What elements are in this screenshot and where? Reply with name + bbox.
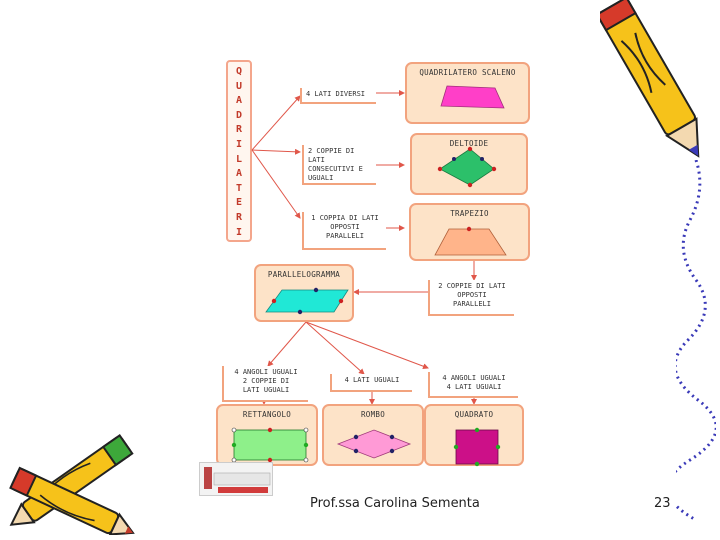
condition-angoli-coppie: 4 ANGOLI UGUALI 2 COPPIE DI LATI UGUALI	[222, 366, 308, 402]
trapezio-shape	[434, 226, 507, 256]
card-title: DELTOIDE	[449, 139, 489, 148]
vertical-title-letter: Q	[235, 66, 243, 77]
condition-line: OPPOSTI	[330, 223, 360, 231]
card-title: TRAPEZIO	[450, 209, 489, 218]
footer-author: Prof.ssa Carolina Sementa	[310, 496, 480, 511]
vertical-title-letter: T	[235, 182, 243, 194]
condition-line: UGUALI	[308, 174, 334, 182]
rombo-shape	[336, 429, 412, 459]
vertical-title-letter: L	[235, 153, 243, 165]
rettangolo-shape	[231, 427, 309, 463]
quadrato-shape	[453, 427, 501, 467]
page-number: 23	[654, 496, 671, 511]
card-title: ROMBO	[360, 410, 386, 419]
condition-line: PARALLELI	[453, 300, 491, 308]
vertical-title-letter: I	[235, 139, 243, 150]
vertical-title-letter: R	[235, 212, 243, 223]
condition-line: OPPOSTI	[457, 291, 487, 299]
parallelogramma-shape	[265, 287, 349, 315]
vertical-title-letter: U	[235, 80, 243, 92]
condition-line: 2 COPPIE DI LATI	[308, 147, 355, 164]
condition-line: 4 ANGOLI UGUALI	[442, 374, 506, 382]
card-parallelogramma: PARALLELOGRAMMA	[254, 264, 354, 322]
vertical-title-letter: D	[235, 109, 243, 121]
vertical-title-letter: E	[235, 197, 243, 209]
deltoide-shape	[437, 146, 497, 188]
condition-line: 4 ANGOLI UGUALI	[234, 368, 298, 376]
card-deltoide: DELTOIDE	[410, 133, 528, 195]
condition-line: 2 COPPIE DI LATI	[438, 282, 506, 290]
condition-4-lati-diversi-text: 4 LATI DIVERSI	[306, 90, 366, 98]
condition-2-coppie-opposti: 2 COPPIE DI LATI OPPOSTI PARALLELI	[428, 280, 514, 316]
card-quadrilatero-scaleno: QUADRILATERO SCALENO	[405, 62, 530, 124]
card-rombo: ROMBO	[322, 404, 424, 466]
wavy-line-decoration	[676, 160, 716, 520]
condition-4-lati-diversi: 4 LATI DIVERSI	[300, 88, 376, 104]
condition-line: 2 COPPIE DI	[242, 377, 290, 385]
vertical-title-letter: I	[235, 226, 243, 238]
condition-angoli-lati-uguali: 4 ANGOLI UGUALI 4 LATI UGUALI	[428, 372, 518, 398]
card-title: RETTANGOLO	[242, 410, 292, 419]
pencils-decoration-bottom-left	[9, 434, 135, 535]
condition-line: CONSECUTIVI E	[308, 165, 363, 173]
condition-line: 1 COPPIA DI LATI	[311, 214, 379, 222]
vertical-title-letter: R	[235, 124, 243, 136]
condition-line: LATI UGUALI	[242, 386, 290, 394]
card-title: QUADRILATERO SCALENO	[419, 68, 516, 77]
vertical-title-letter: A	[235, 95, 243, 107]
condition-2-coppie-consecutivi: 2 COPPIE DI LATI CONSECUTIVI E UGUALI	[302, 145, 376, 185]
condition-line: 4 LATI UGUALI	[446, 383, 502, 391]
logo-graphic	[204, 467, 271, 493]
card-title: PARALLELOGRAMMA	[267, 270, 341, 279]
scaleno-shape	[440, 85, 505, 109]
condition-line: 4 LATI UGUALI	[344, 376, 400, 384]
condition-4-lati-uguali: 4 LATI UGUALI	[330, 374, 412, 392]
pencil-decoration-top-right	[600, 0, 700, 158]
condition-1-coppia-opposti: 1 COPPIA DI LATI OPPOSTI PARALLELI	[302, 212, 386, 250]
condition-line: PARALLELI	[326, 232, 364, 240]
vertical-title-letter: A	[235, 168, 243, 180]
website-logo	[199, 462, 273, 496]
card-rettangolo: RETTANGOLO	[216, 404, 318, 466]
card-title: QUADRATO	[454, 410, 494, 419]
card-quadrato: QUADRATO	[424, 404, 524, 467]
card-trapezio: TRAPEZIO	[409, 203, 530, 261]
